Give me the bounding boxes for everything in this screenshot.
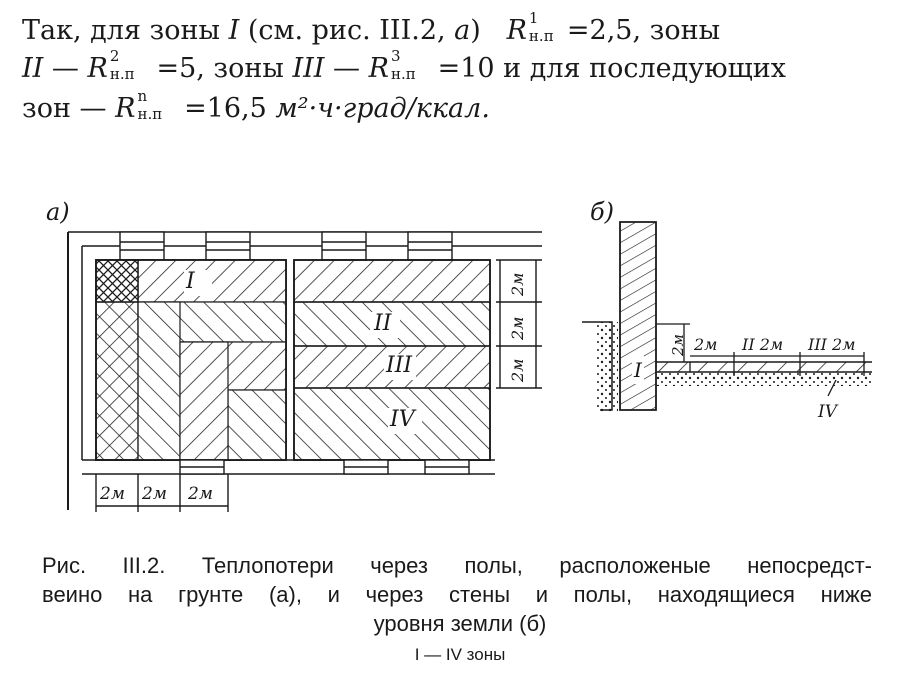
zone-roman: III: [292, 53, 325, 84]
text-prefix: Так, для зоны: [22, 15, 229, 46]
r-value: =2,5,: [566, 15, 642, 46]
r-superscript: n: [137, 86, 148, 105]
figure-b-label: б): [590, 198, 615, 226]
fig-letter: а: [454, 15, 471, 46]
r-symbol: R: [368, 53, 389, 84]
floor-slab: [656, 362, 872, 372]
text-dash: —: [43, 53, 88, 84]
floor-label-2: II 2м: [742, 335, 784, 354]
caption-line-1: Рис. III.2. Теплопотери через полы, расп…: [42, 553, 872, 578]
dim-side-3: 2м: [508, 358, 527, 382]
zone-label-ii: II: [374, 311, 392, 336]
figure-a-label: а): [46, 198, 70, 226]
r-value: =5,: [147, 53, 205, 84]
figure-a: [67, 231, 542, 512]
dim-bottom-3: 2м: [188, 484, 213, 504]
dim-bottom-2: 2м: [142, 484, 167, 504]
zone-roman: I: [228, 15, 240, 46]
r-value: =16,5: [175, 93, 276, 124]
text-dash: —: [324, 53, 369, 84]
text-ref: (см. рис. III.2,: [239, 15, 455, 46]
text-mid: зоны: [204, 53, 293, 84]
soil-below: [656, 372, 872, 386]
caption-line-4: I — IV зоны: [414, 645, 506, 664]
floor-label-3: III 2м: [808, 335, 856, 354]
caption-line-3: уровня земли (б): [373, 611, 547, 636]
r-symbol: R: [87, 53, 108, 84]
text-suffix: зоны: [641, 15, 721, 46]
r-superscript: 3: [390, 46, 401, 65]
dim-side-1: 2м: [508, 272, 527, 296]
dim-bottom-1: 2м: [100, 484, 125, 504]
soil-left: [596, 322, 618, 412]
r-symbol: R: [506, 15, 527, 46]
unit-text: м²·ч·град/ккал.: [275, 93, 490, 124]
text-prefix: зон —: [22, 93, 116, 124]
r-subscript: н.п: [528, 26, 554, 45]
floor-label-1: 2м: [694, 335, 718, 354]
caption-line-2: веино на грунте (а), и через стены и пол…: [42, 582, 872, 607]
dim-side-2: 2м: [508, 316, 527, 340]
r-superscript: 1: [528, 8, 539, 27]
zone-label-below: IV: [818, 402, 837, 422]
r-subscript: н.п: [390, 64, 416, 83]
r-value: =10: [428, 53, 495, 84]
room-right: [293, 259, 491, 303]
r-subscript: н.п: [109, 64, 135, 83]
zone-label-iii: III: [386, 353, 413, 378]
dim-vertical: 2м: [669, 334, 687, 356]
zone-label-i: I: [186, 269, 195, 294]
r-symbol: R: [115, 93, 136, 124]
r-subscript: н.п: [137, 104, 163, 123]
text-close: ): [470, 15, 481, 46]
zone-label-wall-i: I: [632, 356, 644, 384]
r-superscript: 2: [109, 46, 120, 65]
zone-roman: II: [22, 53, 44, 84]
zone-label-iv: IV: [390, 407, 415, 432]
text-suffix: и для последующих: [494, 53, 786, 84]
figure-b: [582, 221, 872, 412]
